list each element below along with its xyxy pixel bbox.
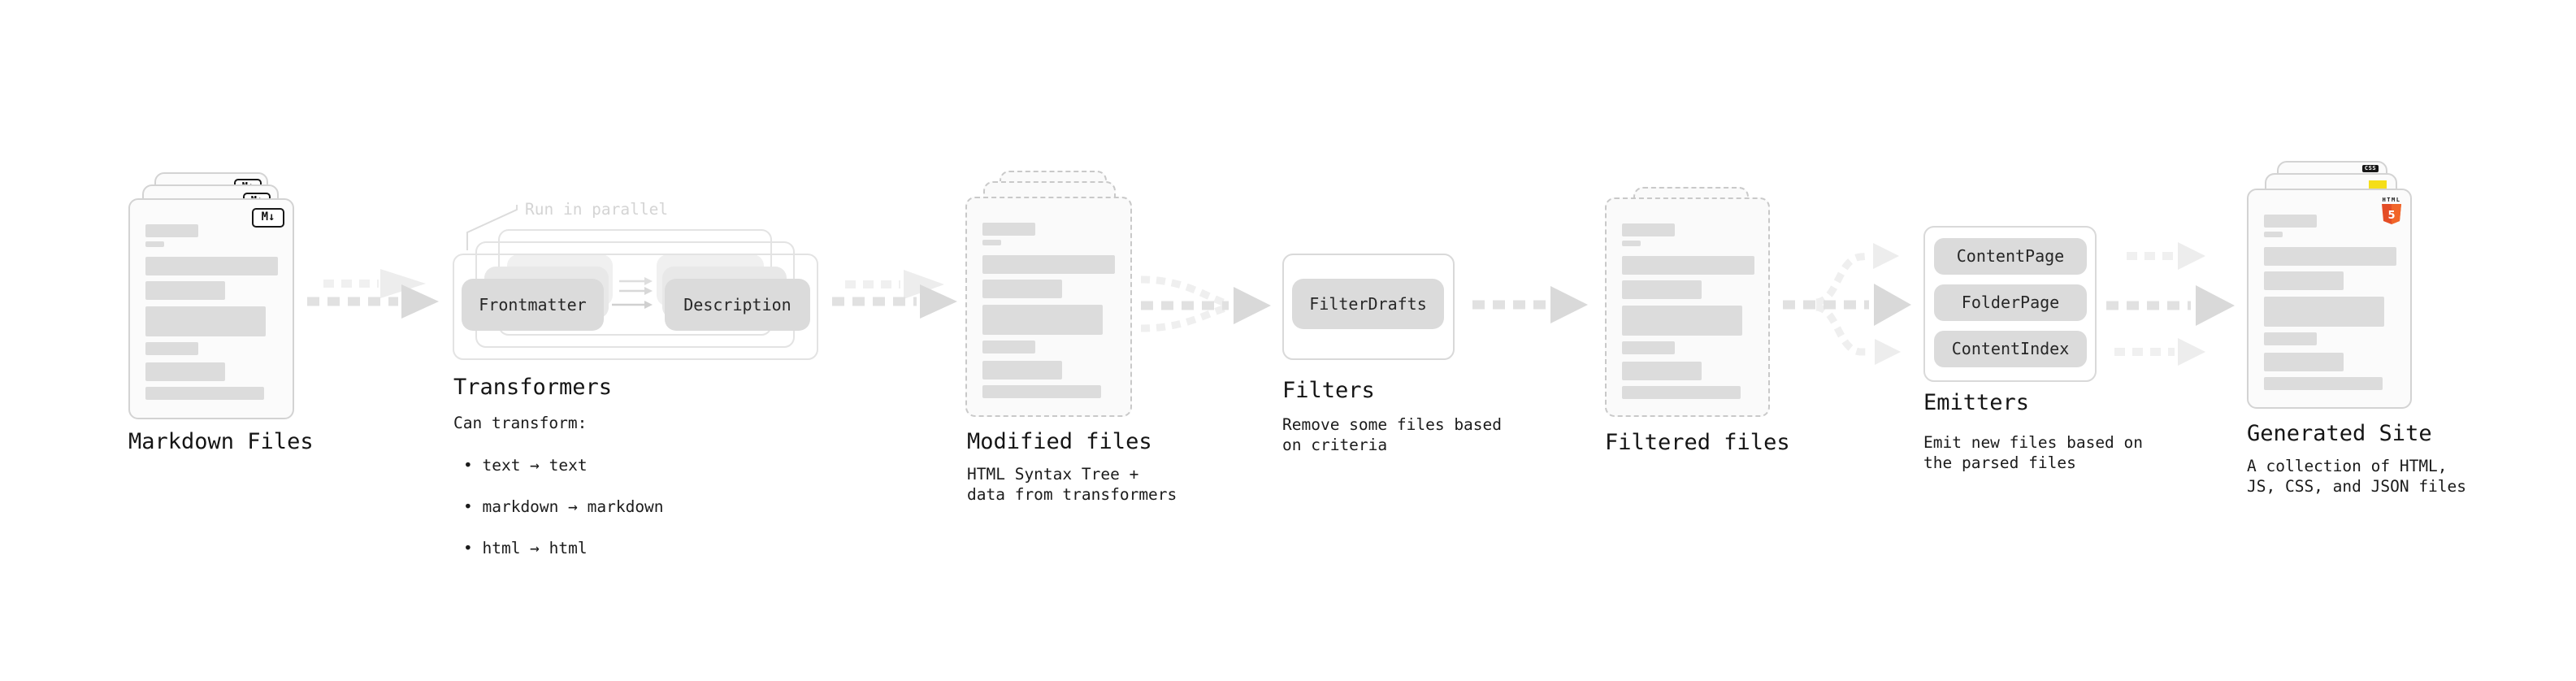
arrow-emitters-to-generated [2106, 242, 2235, 366]
placeholder-line [2264, 377, 2383, 390]
run-in-parallel-leader-line [466, 205, 518, 250]
placeholder-line [982, 385, 1101, 398]
html5-shield: 5 [2382, 204, 2401, 224]
placeholder-line [1622, 256, 1754, 275]
filters-description: Remove some files based on criteria [1282, 415, 1503, 454]
placeholder-line [145, 387, 264, 400]
markdown-icon: M↓ [252, 208, 284, 228]
contentindex-emitter-pill: ContentIndex [1934, 331, 2087, 367]
contentpage-emitter-pill: ContentPage [1934, 238, 2087, 275]
transformers-heading: Can transform: [453, 414, 588, 432]
placeholder-line [1622, 280, 1702, 299]
placeholder-line [145, 306, 266, 336]
filtered-file-card-front [1605, 197, 1770, 417]
placeholder-line [982, 361, 1062, 380]
transformers-bullet-list: • text → text • markdown → markdown • ht… [463, 435, 664, 579]
transformer-frame-front [453, 254, 818, 360]
css-icon-label: CSS [2362, 165, 2379, 172]
placeholder-line [2264, 215, 2317, 228]
placeholder-line [1622, 386, 1741, 399]
description-transformer-pill: Description [665, 279, 810, 331]
placeholder-line [982, 305, 1103, 335]
generated-site-title: Generated Site [2247, 421, 2432, 446]
placeholder-line [145, 362, 225, 381]
filters-title: Filters [1282, 378, 1375, 403]
bullet-item: • html → html [463, 539, 588, 557]
placeholder-line [145, 257, 278, 275]
placeholder-line [1622, 306, 1742, 336]
transformers-title: Transformers [453, 375, 613, 400]
arrow-filtered-to-emitters-diverge [1783, 243, 1911, 365]
html5-icon-label: HTML [2382, 197, 2401, 203]
document-placeholder-lines [2264, 190, 2396, 390]
placeholder-line [982, 240, 1001, 245]
emitters-frame [1923, 226, 2097, 382]
transformer-pill-arrows [612, 277, 653, 309]
emitters-description: Emit new files based on the parsed files [1923, 433, 2144, 472]
document-placeholder-lines [1622, 199, 1754, 399]
placeholder-line [982, 223, 1035, 236]
placeholder-line [2264, 271, 2344, 290]
filters-frame [1282, 254, 1455, 360]
placeholder-line [145, 224, 198, 237]
markdown-files-label: Markdown Files [128, 429, 314, 454]
placeholder-line [145, 281, 225, 300]
run-in-parallel-annotation: Run in parallel [525, 200, 669, 219]
html5-file-icon: HTML 5 [2381, 197, 2402, 229]
placeholder-line [1622, 341, 1675, 354]
generated-site-description: A collection of HTML, JS, CSS, and JSON … [2247, 457, 2467, 496]
frontmatter-transformer-pill: Frontmatter [462, 279, 604, 331]
placeholder-line [982, 255, 1115, 274]
placeholder-line [2264, 332, 2317, 345]
placeholder-line [2264, 297, 2384, 327]
placeholder-line [2264, 247, 2396, 266]
bullet-item: • text → text [463, 456, 588, 475]
placeholder-line [982, 280, 1062, 298]
placeholder-line [1622, 223, 1675, 236]
arrow-filters-to-filtered [1472, 286, 1588, 323]
document-placeholder-lines [982, 198, 1115, 398]
modified-files-title: Modified files [967, 429, 1152, 454]
filterdrafts-pill: FilterDrafts [1292, 279, 1444, 329]
modified-file-card-front [965, 197, 1132, 417]
arrow-transformers-to-modified [832, 270, 957, 319]
placeholder-line [145, 241, 164, 247]
html5-number: 5 [2387, 210, 2395, 222]
emitters-title: Emitters [1923, 390, 2030, 415]
bullet-item: • markdown → markdown [463, 497, 664, 516]
js-file-icon [2369, 180, 2387, 189]
placeholder-line [1622, 362, 1702, 380]
arrow-modified-to-filters-converge [1140, 275, 1271, 332]
folderpage-emitter-pill: FolderPage [1934, 284, 2087, 321]
markdown-file-card-front: M↓ [128, 198, 294, 419]
generated-file-card-html: HTML 5 [2247, 189, 2412, 409]
placeholder-line [2264, 232, 2283, 237]
placeholder-line [145, 342, 198, 355]
document-placeholder-lines [145, 200, 278, 400]
placeholder-line [1622, 241, 1641, 246]
modified-files-description: HTML Syntax Tree + data from transformer… [967, 465, 1177, 504]
placeholder-line [2264, 353, 2344, 371]
placeholder-line [982, 340, 1035, 354]
arrow-markdown-to-transformers [307, 269, 439, 319]
filtered-files-label: Filtered files [1605, 430, 1790, 455]
